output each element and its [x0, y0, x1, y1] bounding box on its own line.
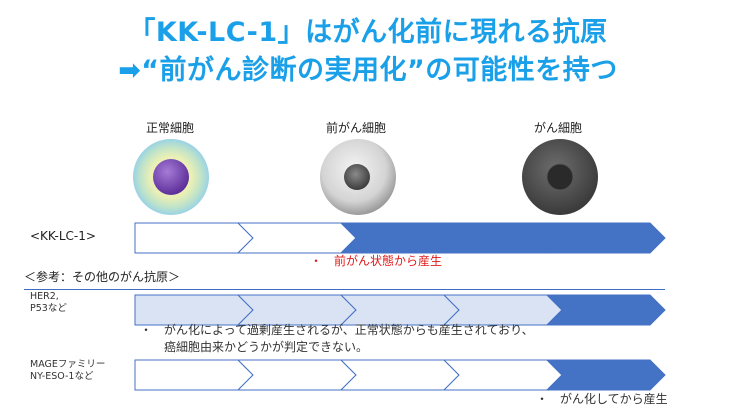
precancer-cell-icon [320, 139, 396, 215]
arrow-segment-empty [134, 359, 254, 391]
note-her2: ・ がん化によって過剰産生されるが、正常状態からも産生されており、 癌細胞由来か… [140, 323, 534, 354]
arrow-segment-filled [545, 359, 666, 391]
arrow-segment-light [236, 294, 357, 326]
note-kk-lc-1: ・ 前がん状態から産生 [310, 254, 443, 268]
row-label-mage: MAGEファミリー NY-ESO-1など [30, 359, 106, 382]
arrow-segment-light [339, 294, 460, 326]
row-kk-lc-1-arrows [134, 222, 666, 254]
stage-label-cancer: がん細胞 [533, 121, 582, 135]
arrow-segment-light [134, 294, 254, 326]
note-mage: ・ がん化してから産生 [536, 392, 668, 406]
arrow-segment-light [442, 294, 563, 326]
arrow-segment-filled [545, 294, 666, 326]
arrow-segment-empty [236, 222, 357, 254]
arrow-segment-filled [339, 222, 460, 254]
arrow-segment-empty [442, 359, 563, 391]
stage-label-normal: 正常細胞 [145, 121, 194, 135]
row-her2-arrows [134, 294, 666, 326]
arrow-segment-filled [545, 222, 666, 254]
arrow-segment-filled [442, 222, 563, 254]
row-label-kk-lc-1: <KK-LC-1> [30, 229, 96, 243]
arrow-segment-empty [339, 359, 460, 391]
page-title: 「KK-LC-1」はがん化前に現れる抗原 [128, 17, 608, 48]
row-mage-arrows [134, 359, 666, 391]
normal-cell-icon [133, 139, 209, 215]
section-divider [24, 289, 665, 290]
page-subtitle: ➡“前がん診断の実用化”の可能性を持つ [118, 55, 618, 86]
reference-header: ＜参考：その他のがん抗原＞ [24, 270, 181, 284]
cancer-cell-icon [522, 139, 598, 215]
row-label-her2: HER2, P53など [30, 291, 67, 314]
arrow-segment-empty [236, 359, 357, 391]
stage-label-precancer: 前がん細胞 [325, 121, 386, 135]
arrow-segment-empty [134, 222, 254, 254]
